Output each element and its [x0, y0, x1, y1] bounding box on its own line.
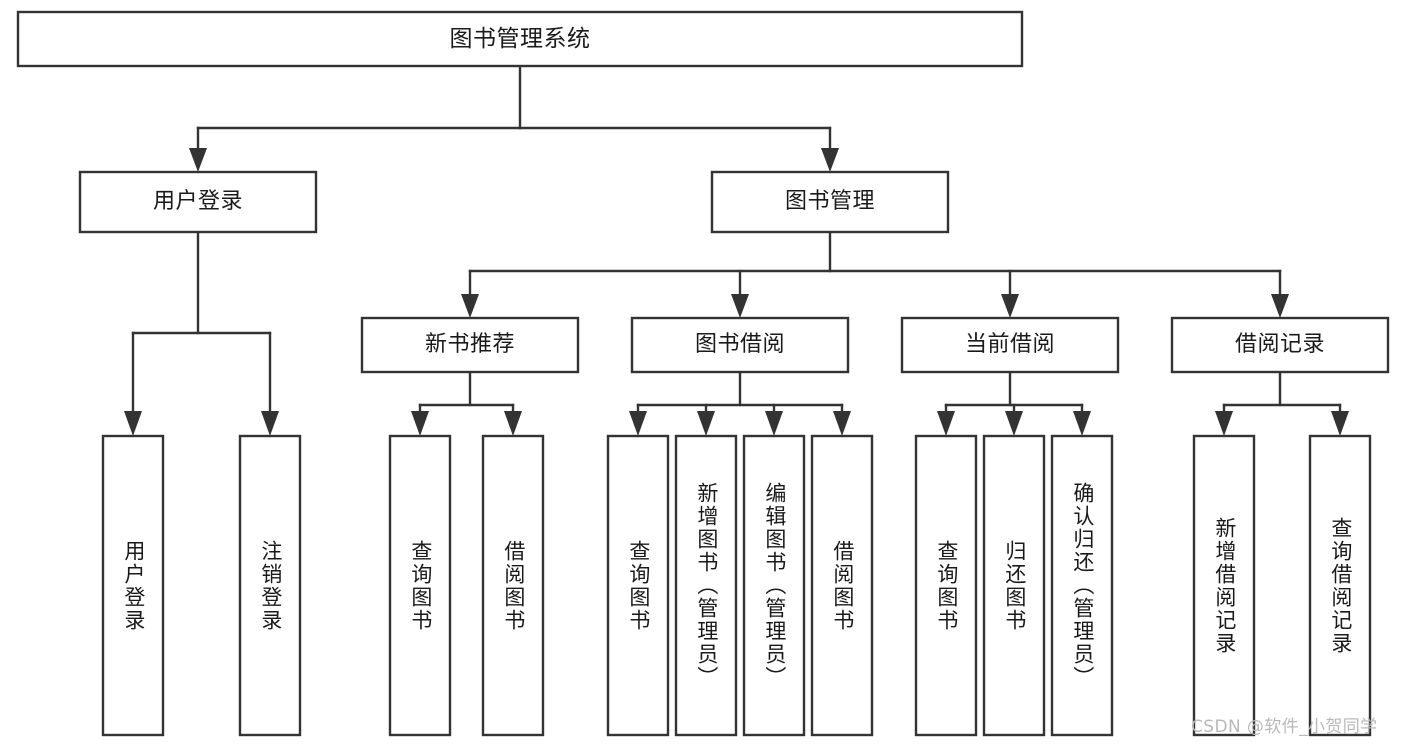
node-new-book-rec[interactable] [360, 316, 580, 374]
node-current-borrow[interactable] [900, 316, 1120, 374]
arrow-head-leaf-confirm-return [1073, 411, 1091, 436]
node-leaf-edit-book[interactable] [742, 434, 806, 737]
arrow-head-leaf-edit-book [765, 411, 783, 436]
arrow-head-current-borrow [1001, 294, 1019, 318]
arrow-head-new-book-rec [461, 294, 479, 318]
arrow-head-leaf-return-book [1005, 411, 1023, 436]
arrow-head-leaf-query-book-1 [411, 411, 429, 436]
node-leaf-query-book-1[interactable] [388, 434, 452, 737]
arrow-head-leaf-borrow-book-1 [504, 411, 522, 436]
arrow-head-leaf-query-record [1331, 411, 1349, 436]
arrow-head-leaf-borrow-book-2 [833, 411, 851, 436]
node-book-borrow[interactable] [630, 316, 850, 374]
arrow-head-leaf-user-login [124, 411, 142, 436]
node-leaf-borrow-book-1[interactable] [481, 434, 545, 737]
node-leaf-add-book[interactable] [674, 434, 738, 737]
arrow-head-leaf-query-book-2 [629, 411, 647, 436]
arrow-head-book-manage [821, 148, 839, 172]
arrow-head-leaf-query-book-3 [937, 411, 955, 436]
node-leaf-query-record[interactable] [1308, 434, 1372, 737]
node-leaf-user-login[interactable] [101, 434, 165, 737]
arrow-head-book-borrow [731, 294, 749, 318]
node-leaf-query-book-2[interactable] [606, 434, 670, 737]
watermark-text: CSDN @软件_小贺同学 [1191, 717, 1378, 737]
node-user-login[interactable] [78, 170, 318, 234]
node-leaf-query-book-3[interactable] [914, 434, 978, 737]
node-borrow-record[interactable] [1170, 316, 1390, 374]
arrow-head-leaf-add-book [697, 411, 715, 436]
arrow-head-leaf-add-record [1215, 411, 1233, 436]
node-leaf-confirm-return[interactable] [1050, 434, 1114, 737]
arrow-head-borrow-record [1271, 294, 1289, 318]
node-leaf-borrow-book-2[interactable] [810, 434, 874, 737]
node-layer [16, 10, 1390, 737]
node-leaf-add-record[interactable] [1192, 434, 1256, 737]
node-root[interactable] [16, 10, 1024, 68]
arrow-head-leaf-logout [261, 411, 279, 436]
connector-layer [124, 64, 1349, 436]
node-leaf-logout[interactable] [238, 434, 302, 737]
node-book-manage[interactable] [710, 170, 950, 234]
arrow-head-user-login [189, 148, 207, 172]
node-leaf-return-book[interactable] [982, 434, 1046, 737]
